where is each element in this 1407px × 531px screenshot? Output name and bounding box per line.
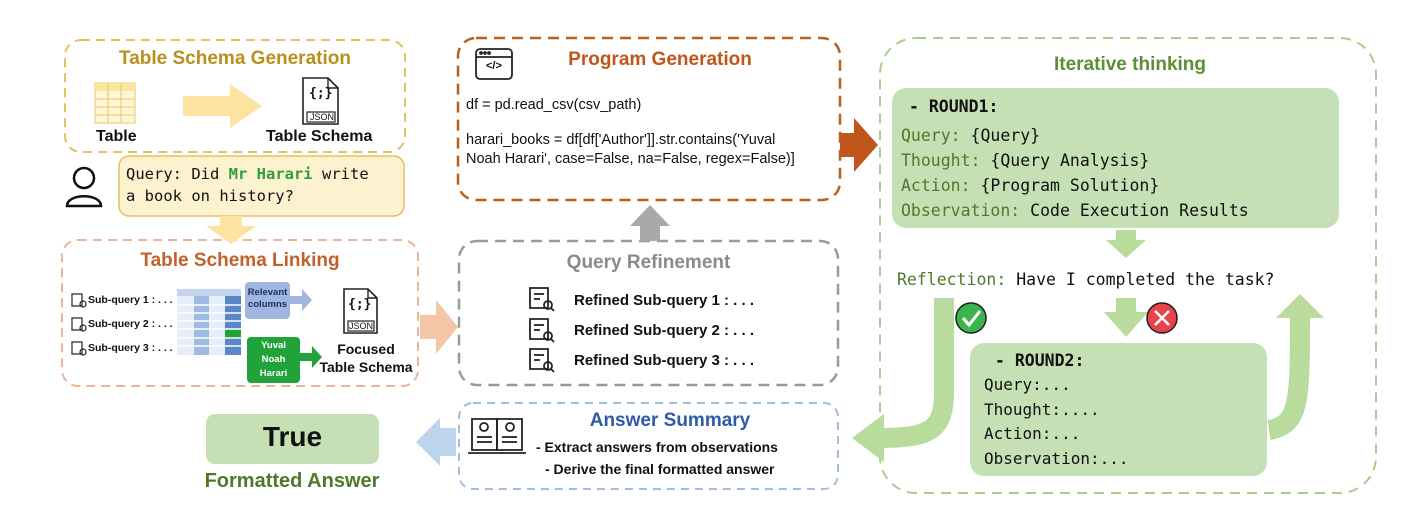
query-entity: Mr Harari (228, 165, 313, 183)
check-circle (955, 302, 987, 334)
round2-body: Query:... Thought:.... Action:... Observ… (984, 375, 1129, 468)
reflection-text: Reflection: Have I completed the task? (897, 270, 1275, 289)
query-box (118, 155, 405, 217)
linking-refine-arrow (420, 300, 458, 354)
focused-json-tag: JSON (348, 321, 373, 331)
round2-down-arrow (1104, 298, 1148, 337)
relevant-arrow (290, 289, 312, 311)
answer-result-arrow (416, 418, 456, 466)
formatted-answer-value: True (262, 421, 323, 452)
check-mark (961, 310, 982, 328)
loop-up-head (1276, 294, 1324, 318)
check-to-answer-arrow (879, 298, 954, 448)
sub-query-1: Sub-query 1 : . . . (88, 294, 173, 306)
answer-line-1: - Extract answers from observations (536, 439, 778, 455)
program-generation-title: Program Generation (568, 49, 752, 70)
query-down-arrow (206, 216, 256, 244)
entity-box (247, 337, 300, 383)
code-window-icon (475, 48, 513, 80)
table-label: Table (96, 128, 137, 145)
code-tag-icon: </> (486, 60, 502, 72)
query-prefix: Query: Did (126, 165, 229, 183)
focused-json-icon (343, 288, 378, 334)
round1-body: Query: {Query} Thought: {Query Analysis}… (901, 126, 1249, 220)
query-refinement-title: Query Refinement (566, 252, 731, 273)
iterative-title: Iterative thinking (1053, 54, 1207, 75)
json-braces-icon: {;} (309, 86, 333, 101)
sub-query-2: Sub-query 2 : . . . (88, 318, 173, 330)
json-file-icon (302, 77, 339, 125)
program-iter-arrow (840, 118, 878, 172)
sub-query-3: Sub-query 3 : . . . (88, 342, 173, 354)
program-generation-box (456, 36, 842, 202)
person-icon (65, 166, 103, 208)
round1-header: - ROUND1: (909, 97, 999, 116)
code-line-3: Noah Harari', case=False, na=False, rege… (466, 151, 795, 167)
answer-summary-title: Answer Summary (589, 410, 751, 431)
json-tag: JSON (309, 112, 334, 122)
round2-box (970, 343, 1267, 476)
round1-down-arrow (1106, 230, 1146, 258)
query-line2: a book on history? (126, 187, 294, 205)
entity-arrow (300, 346, 322, 368)
check-to-answer-head (852, 414, 884, 462)
relevant-columns-box (245, 282, 290, 319)
schema-linking-title: Table Schema Linking (140, 250, 340, 271)
refined-doc-icons (529, 287, 555, 373)
gen-arrow (183, 84, 262, 128)
cross-mark (1154, 310, 1170, 326)
round1-box (892, 88, 1339, 228)
refined-sub-query-2: Refined Sub-query 2 : . . . (574, 322, 755, 339)
round2-header: - ROUND2: (995, 351, 1085, 370)
loop-up-arrow (1266, 314, 1310, 440)
linking-table-icon (177, 289, 241, 355)
schema-label: Table Schema (266, 128, 373, 145)
refine-program-arrow (630, 205, 670, 241)
open-book-icon (468, 418, 526, 454)
table-icon (94, 82, 136, 124)
result-box (206, 414, 379, 464)
query-text: Query: Did Mr Harari write a book on his… (126, 163, 369, 207)
answer-summary-box (458, 402, 839, 490)
refined-sub-query-3: Refined Sub-query 3 : . . . (574, 352, 755, 369)
code-line-2: harari_books = df[df['Author']].str.cont… (466, 132, 776, 148)
query-suffix: write (312, 165, 369, 183)
code-line-1: df = pd.read_csv(csv_path) (466, 97, 642, 113)
refined-sub-query-1: Refined Sub-query 1 : . . . (574, 292, 755, 309)
answer-line-2: - Derive the final formatted answer (545, 461, 775, 477)
schema-generation-title: Table Schema Generation (119, 48, 351, 69)
focused-json-braces-icon: {;} (348, 297, 372, 312)
formatted-answer-label: Formatted Answer (204, 470, 380, 492)
subquery-doc-icons (71, 293, 87, 356)
